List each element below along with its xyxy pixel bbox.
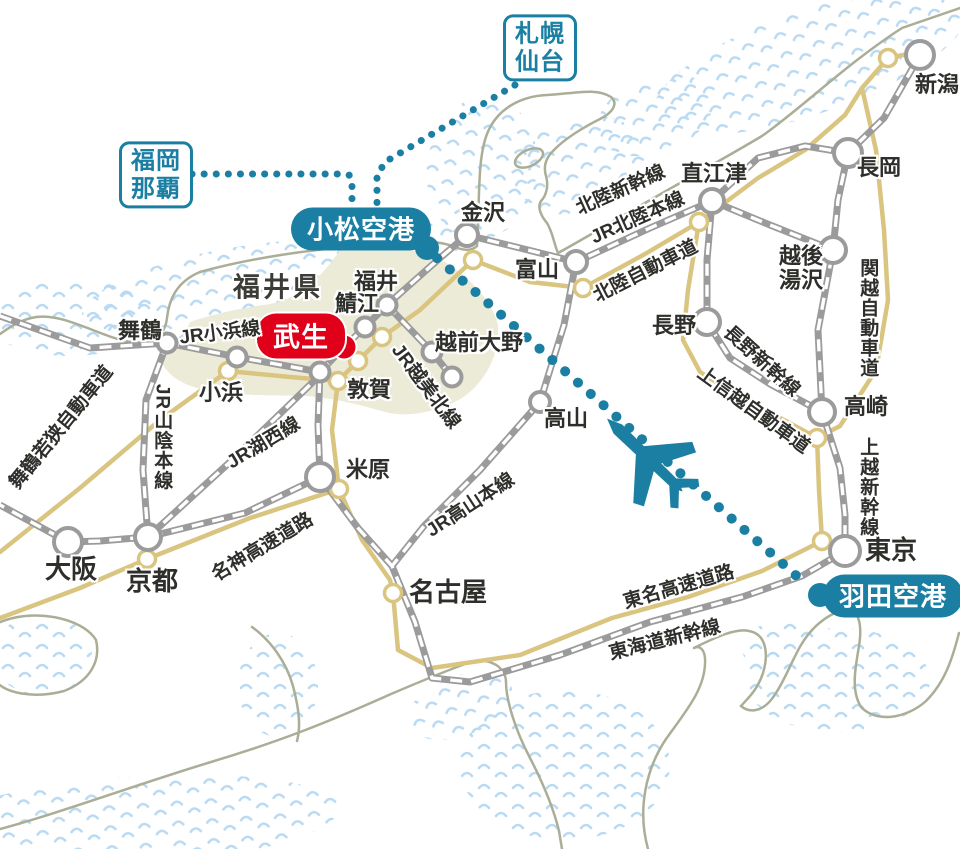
station-nodes [52, 39, 936, 568]
badge-takefu: 武生 [257, 313, 345, 359]
city-label-osaka: 大阪 [44, 553, 98, 584]
line-label-joetsu-shinkansen: 上越新幹線 [857, 437, 879, 537]
city-label-takayama: 高山 [543, 406, 589, 432]
region-label-fukui-pref: 福井県 [233, 272, 323, 303]
airplane-icon [607, 418, 700, 509]
city-label-sabae: 鯖江 [334, 291, 380, 317]
city-label-maizuru: 舞鶴 [117, 318, 163, 344]
city-label-naoetsu: 直江津 [680, 161, 748, 187]
remote-route-sapporo-sendai [373, 81, 519, 210]
badge-haneda-airport: 羽田空港 [822, 574, 960, 618]
remote-box-sapporo-sendai: 札幌 仙台 [503, 14, 577, 82]
city-label-kanazawa: 金沢 [460, 200, 506, 226]
remote-box-fukuoka-naha: 福岡 那覇 [119, 141, 193, 209]
city-label-echigo-yuzawa: 越後 湯沢 [778, 243, 824, 292]
city-label-obama: 小浜 [198, 380, 244, 406]
line-label-jr-sanin-main: JR山陰本線 [151, 383, 173, 491]
city-label-fukui: 福井 [353, 269, 399, 295]
city-label-niigata: 新潟 [914, 72, 960, 98]
city-label-nagaoka: 長岡 [856, 155, 902, 181]
city-label-nagano: 長野 [651, 313, 697, 339]
remote-route-fukuoka-naha [188, 170, 356, 210]
city-label-maibara: 米原 [345, 457, 391, 483]
city-label-toyama: 富山 [514, 257, 560, 283]
city-label-nagoya: 名古屋 [408, 576, 488, 607]
line-label-kanetsu-expressway: 関越自動車道 [857, 258, 879, 378]
coastline [0, 6, 960, 849]
city-label-echizen-ono: 越前大野 [434, 330, 524, 356]
flight-route-dotted [432, 253, 813, 591]
city-label-tsuruga: 敦賀 [346, 377, 392, 403]
city-label-kyoto: 京都 [125, 565, 179, 596]
city-label-takasaki: 高崎 [843, 394, 889, 420]
city-label-tokyo: 東京 [864, 534, 918, 565]
badge-komatsu-airport: 小松空港 [290, 207, 432, 251]
